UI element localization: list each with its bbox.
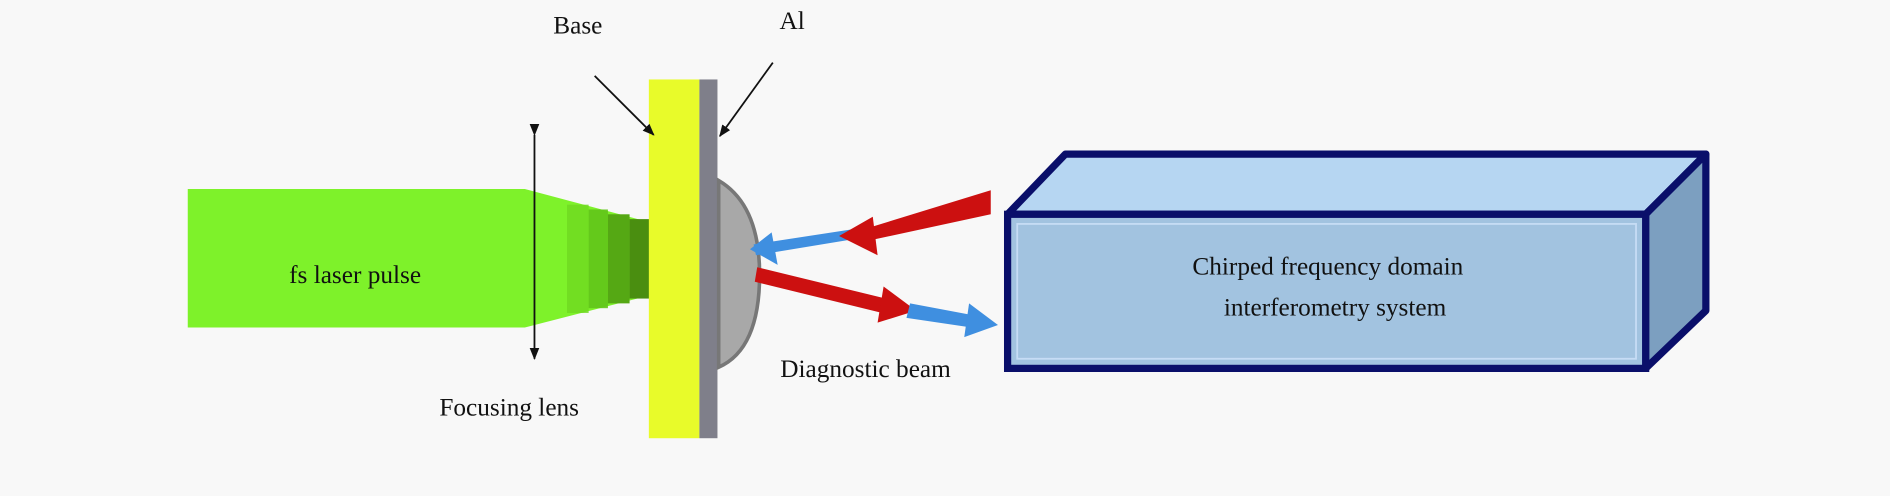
base-label: Base — [553, 12, 602, 40]
al-layer — [699, 79, 718, 439]
plasma-dome — [716, 177, 762, 370]
diagnostic-label: Diagnostic beam — [780, 355, 951, 383]
cfdi-system-box — [1003, 150, 1710, 372]
al-label: Al — [779, 7, 804, 35]
system-label-line1: Chirped frequency domain — [1192, 252, 1463, 280]
laser-label: fs laser pulse — [289, 261, 421, 289]
al-pointer-arrow — [719, 62, 774, 138]
incoming-probe-arrows — [749, 190, 991, 265]
system-label-line2: interferometry system — [1224, 293, 1447, 321]
reflected-probe-arrows — [754, 267, 998, 338]
lens-label: Focusing lens — [439, 393, 579, 421]
laser-beam — [187, 189, 652, 328]
base-plate — [648, 79, 700, 439]
base-pointer-arrow — [594, 75, 655, 136]
